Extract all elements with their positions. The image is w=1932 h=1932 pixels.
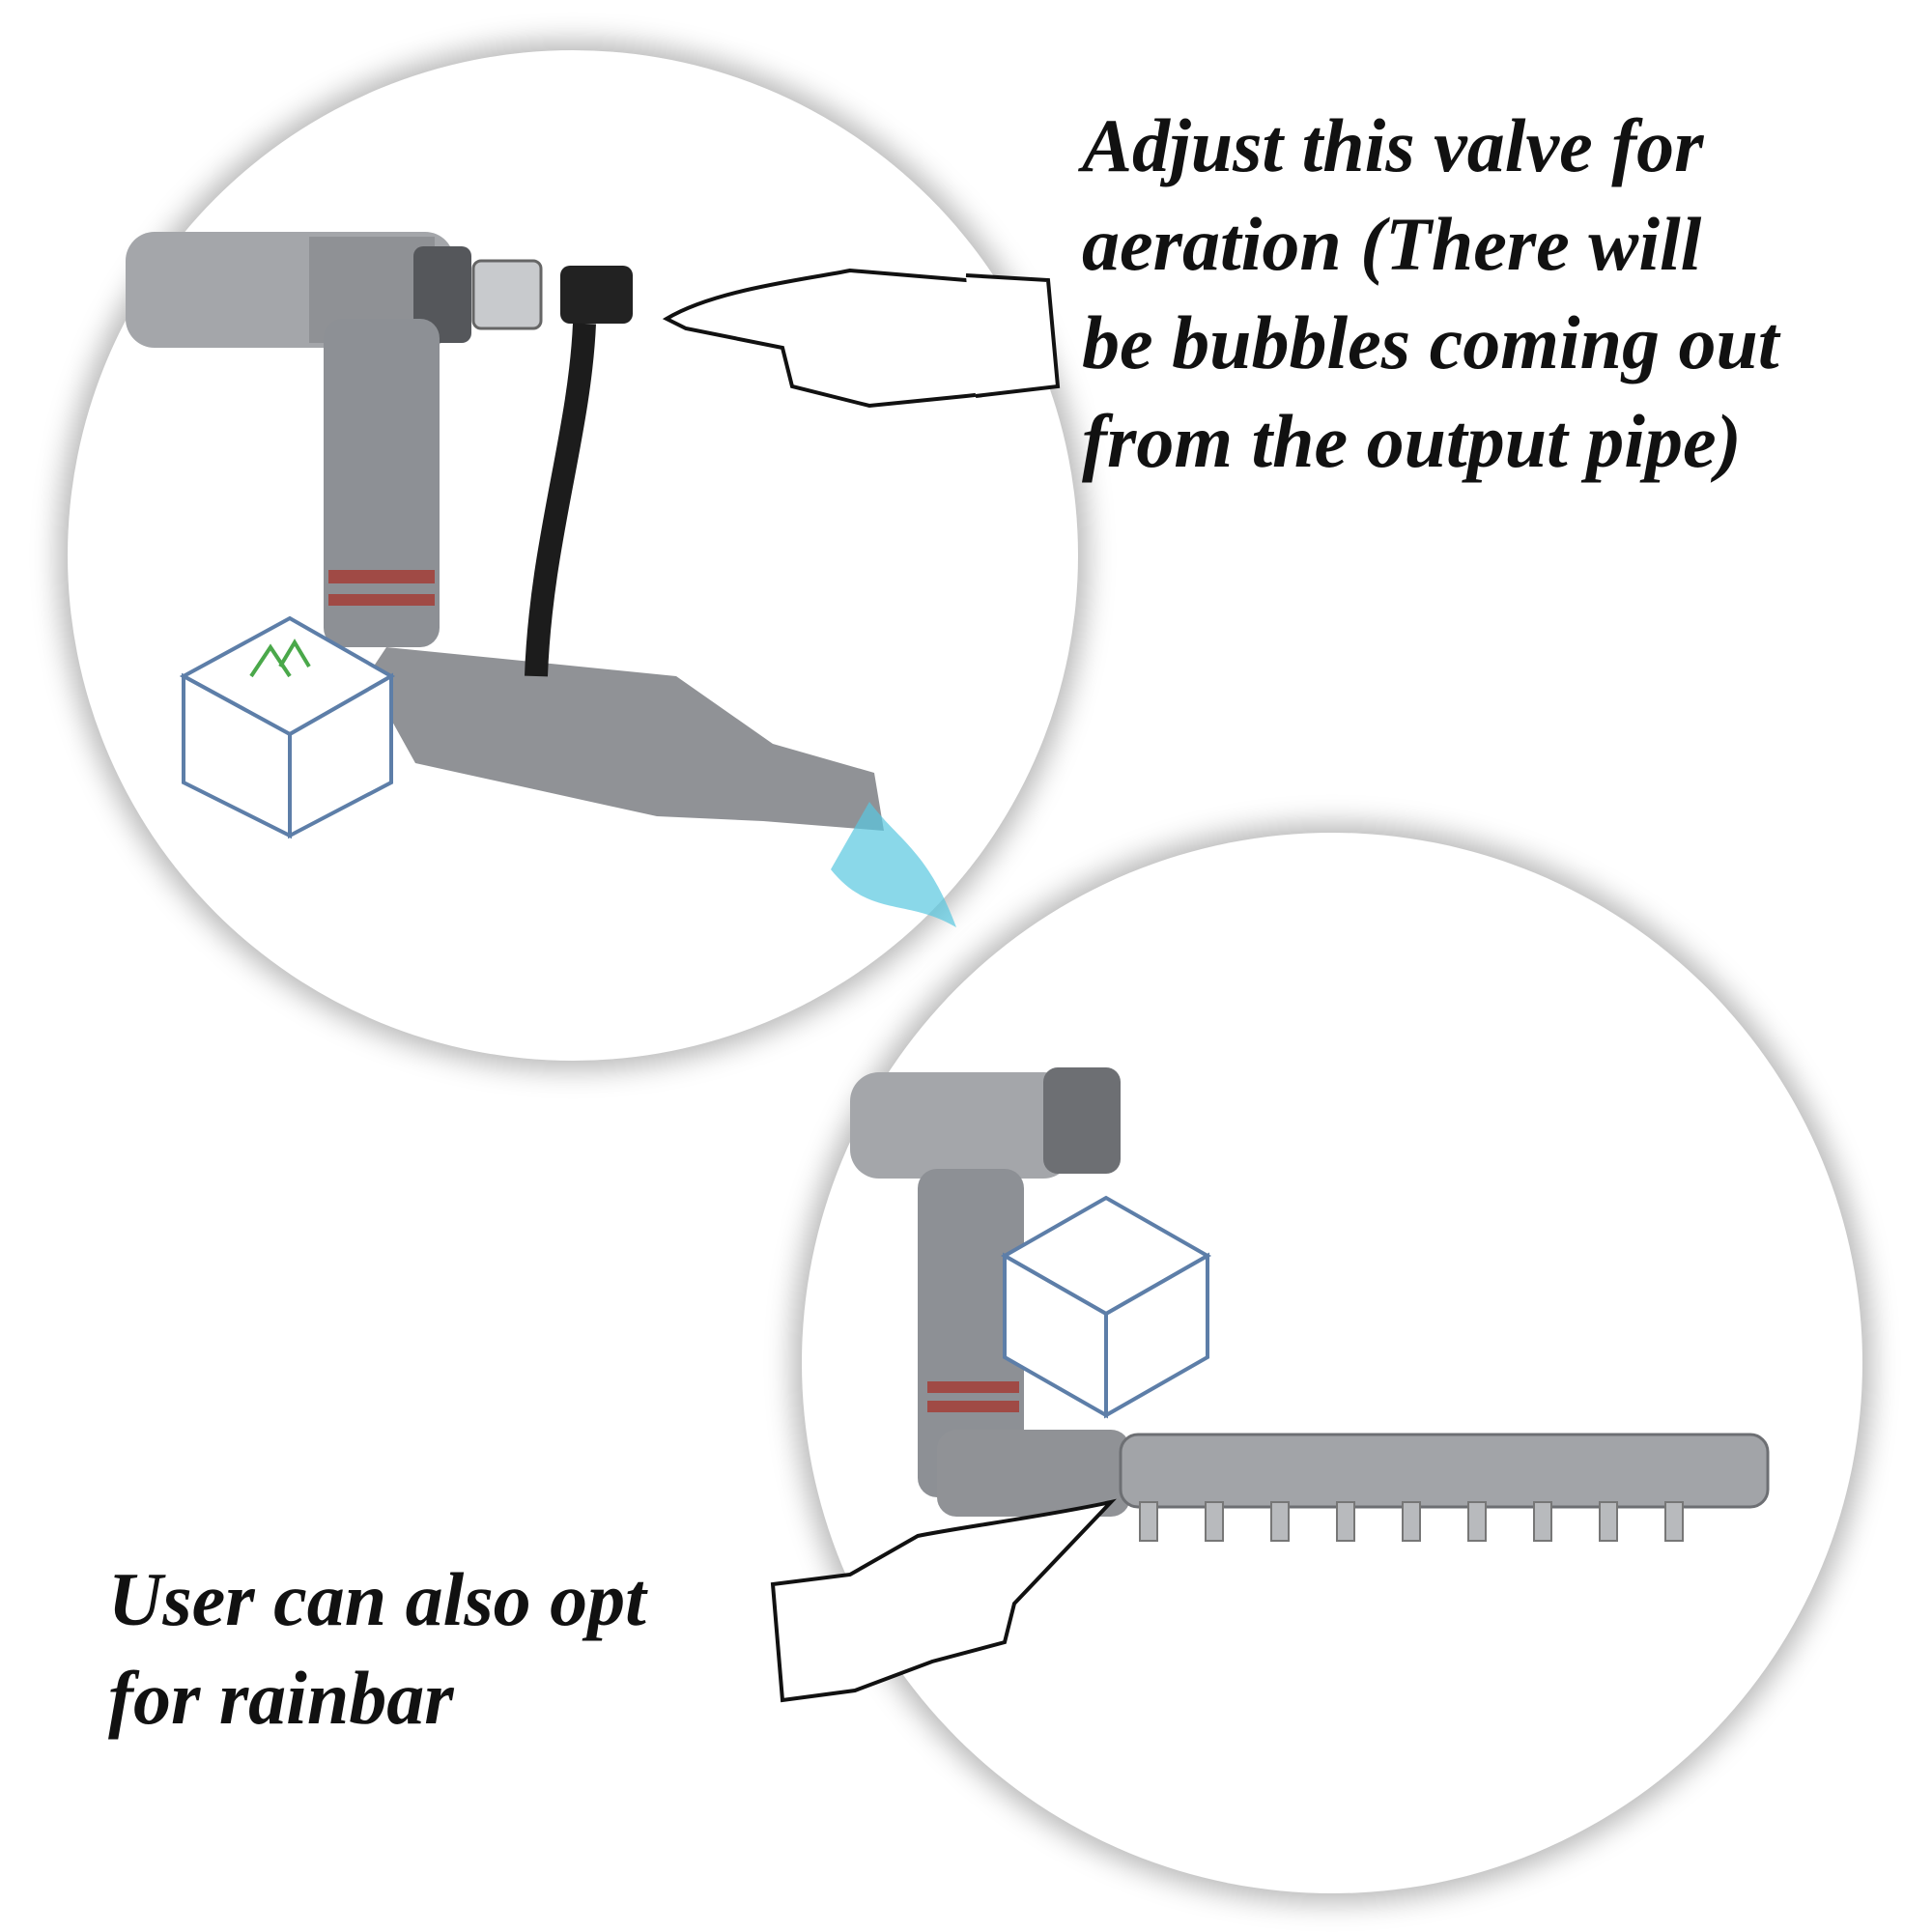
aquarium-cube-icon xyxy=(179,615,396,839)
callout-line: for rainbar xyxy=(108,1656,454,1740)
valve-adjustment-callout: Adjust this valve for aeration (There wi… xyxy=(1082,97,1913,491)
filter-pipe-with-rainbar xyxy=(850,1067,1770,1542)
callout-line: Adjust this valve for xyxy=(1082,103,1704,187)
aquarium-cube-icon xyxy=(1000,1195,1212,1419)
filter-pipe-with-valve xyxy=(126,232,956,927)
pointing-hand-icon xyxy=(662,268,1061,409)
callout-line: from the output pipe) xyxy=(1082,399,1742,483)
callout-line: aeration (There will xyxy=(1082,202,1702,286)
callout-line: User can also opt xyxy=(108,1557,646,1641)
callout-line: be bubbles coming out xyxy=(1082,300,1779,384)
pointing-hand-icon xyxy=(770,1498,1117,1703)
rainbar-callout: User can also opt for rainbar xyxy=(108,1550,746,1747)
